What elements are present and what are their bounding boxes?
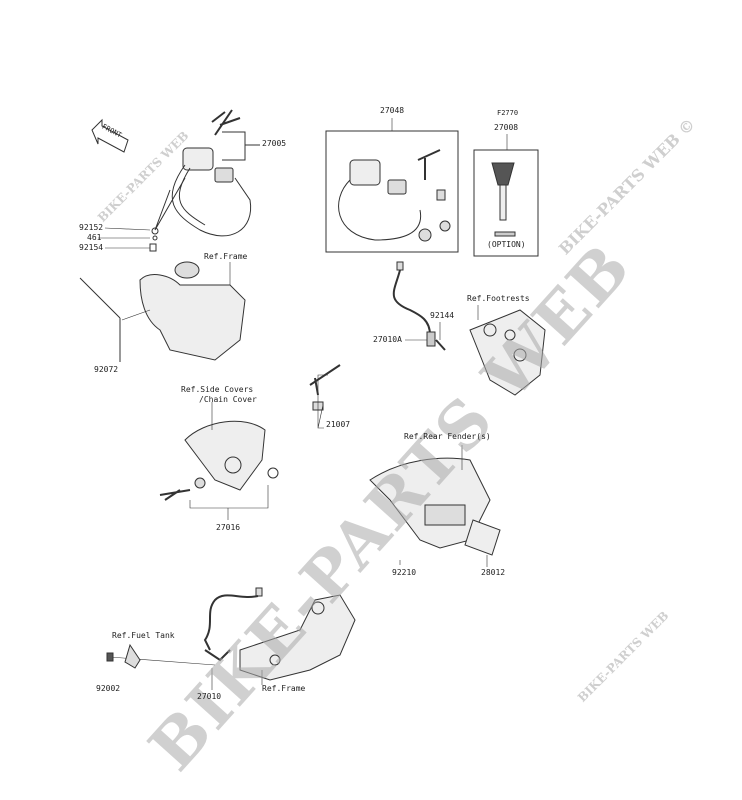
front-arrow-icon xyxy=(91,118,129,153)
part-F2770[interactable]: F2770 xyxy=(497,109,519,117)
part-92002[interactable]: 92002 xyxy=(96,684,121,693)
ref-frame-top: Ref.Frame xyxy=(204,252,248,261)
part-92144[interactable]: 92144 xyxy=(430,311,455,320)
frame-top-drawing xyxy=(79,261,246,362)
ref-footrests: Ref.Footrests xyxy=(467,294,530,303)
part-92154[interactable]: 92154 xyxy=(79,243,104,252)
key-box-27008 xyxy=(473,134,539,257)
part-27008[interactable]: 27008 xyxy=(494,123,519,132)
ref-side-covers: Ref.Side Covers xyxy=(181,385,254,394)
side-cover-drawing xyxy=(159,402,279,520)
part-28012[interactable]: 28012 xyxy=(481,568,506,577)
part-92210[interactable]: 92210 xyxy=(392,568,417,577)
option-label: (OPTION) xyxy=(487,240,526,249)
part-92072[interactable]: 92072 xyxy=(94,365,119,374)
keys-21007 xyxy=(309,364,341,429)
part-27005[interactable]: 27005 xyxy=(262,139,287,148)
part-27010A[interactable]: 27010A xyxy=(373,335,402,344)
footrests-drawing xyxy=(469,305,546,396)
frame-bottom-drawing xyxy=(239,594,356,685)
ignition-switch-27005 xyxy=(98,109,260,252)
part-461[interactable]: 461 xyxy=(87,233,102,242)
part-27048[interactable]: 27048 xyxy=(380,106,405,115)
harness-27010 xyxy=(106,587,263,690)
part-21007[interactable]: 21007 xyxy=(326,420,351,429)
part-27016[interactable]: 27016 xyxy=(216,523,241,532)
kit-box-27048 xyxy=(325,118,459,253)
rear-fender-drawing xyxy=(369,445,501,567)
part-92152[interactable]: 92152 xyxy=(79,223,104,232)
ref-rear-fender: Ref.Rear Fender(s) xyxy=(404,432,491,441)
part-27010[interactable]: 27010 xyxy=(197,692,222,701)
ref-frame-bottom: Ref.Frame xyxy=(262,684,306,693)
ref-chain-cover: /Chain Cover xyxy=(199,395,257,404)
harness-27010A xyxy=(392,261,446,351)
ref-fuel-tank: Ref.Fuel Tank xyxy=(112,631,175,640)
